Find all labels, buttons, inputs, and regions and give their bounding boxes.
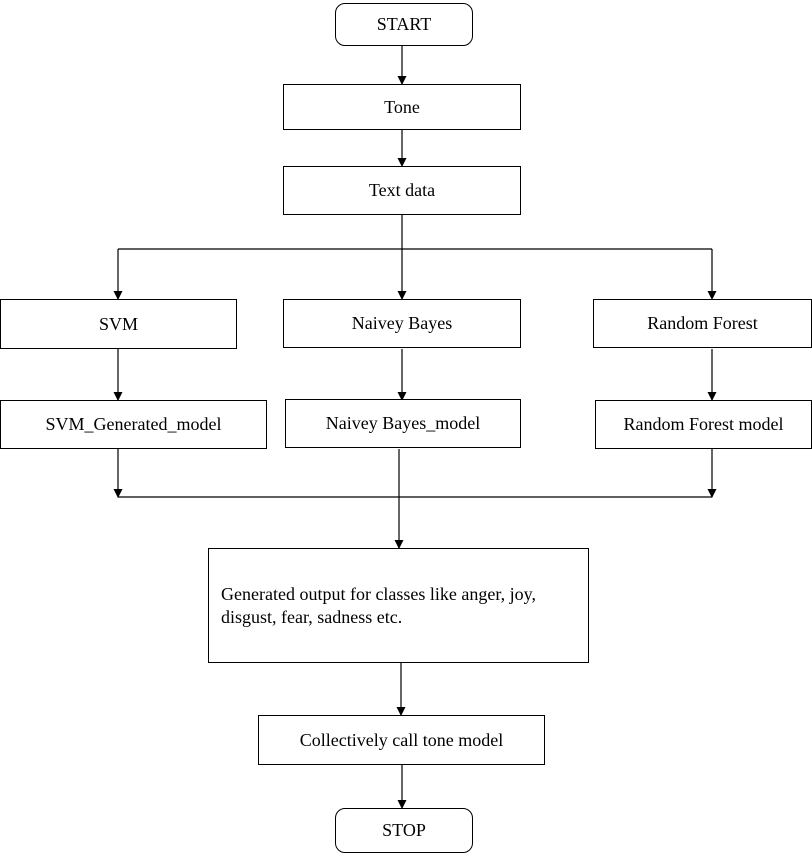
naive-bayes-model-box: Naivey Bayes_model [285,399,521,448]
tone-model-box: Collectively call tone model [258,715,545,765]
random-forest-label: Random Forest [647,313,758,334]
random-forest-box: Random Forest [593,299,812,348]
start-terminal: START [335,3,473,46]
tone-label: Tone [384,96,420,117]
text-data-box: Text data [283,166,521,215]
stop-terminal: STOP [335,808,473,853]
svm-model-label: SVM_Generated_model [45,414,222,435]
start-label: START [376,14,432,35]
stop-label: STOP [382,820,426,841]
svm-model-box: SVM_Generated_model [0,400,267,449]
random-forest-model-label: Random Forest model [623,414,784,435]
naive-bayes-box: Naivey Bayes [283,299,521,348]
text-data-label: Text data [368,180,436,201]
output-label: Generated output for classes like anger,… [221,584,536,627]
tone-box: Tone [283,84,521,130]
svm-label: SVM [98,313,138,334]
tone-model-label: Collectively call tone model [299,729,504,750]
random-forest-model-box: Random Forest model [595,400,812,449]
naive-bayes-label: Naivey Bayes [351,313,453,334]
naive-bayes-model-label: Naivey Bayes_model [325,413,481,434]
output-box: Generated output for classes like anger,… [208,548,589,663]
svm-box: SVM [0,299,237,349]
